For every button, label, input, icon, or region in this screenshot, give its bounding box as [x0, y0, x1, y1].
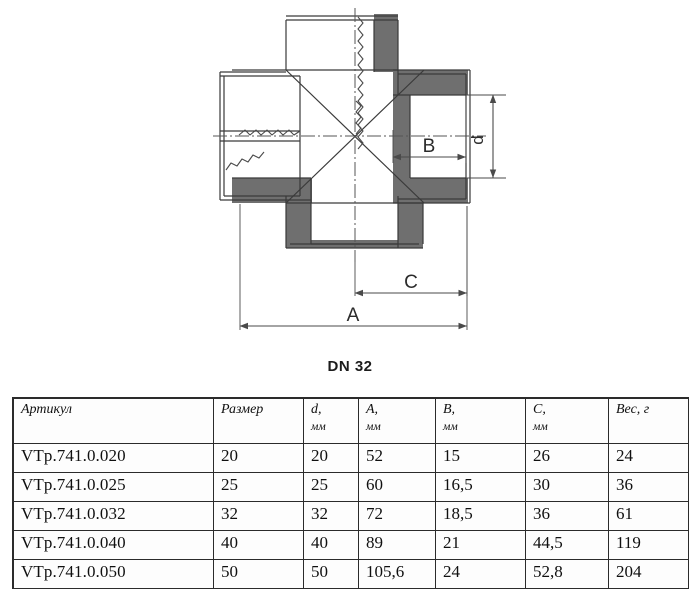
header-label: Размер	[221, 402, 264, 417]
cell-a: 72	[358, 501, 436, 531]
cell-b: 15	[435, 443, 526, 473]
table-row: VTp.741.0.020 20 20 52 15 26 24	[13, 443, 689, 473]
dimension-label-B: B	[423, 136, 436, 157]
cell-article: VTp.741.0.020	[13, 443, 214, 473]
cell-b: 21	[435, 530, 526, 560]
cell-a: 60	[358, 472, 436, 502]
cell-size: 20	[213, 443, 304, 473]
column-header-d: d, мм	[303, 398, 359, 444]
header-label: A,	[366, 402, 379, 417]
cell-article: VTp.741.0.040	[13, 530, 214, 560]
cell-size: 40	[213, 530, 304, 560]
cell-b: 24	[435, 559, 526, 589]
cell-a: 89	[358, 530, 436, 560]
centerlines	[213, 8, 486, 262]
cell-c: 52,8	[525, 559, 609, 589]
column-header-b: B, мм	[435, 398, 526, 444]
dimension-label-d: d	[468, 135, 487, 144]
cell-article: VTp.741.0.025	[13, 472, 214, 502]
cell-b: 16,5	[435, 472, 526, 502]
header-label: Вес, г	[616, 402, 650, 417]
header-unit: мм	[533, 420, 548, 433]
table-row: VTp.741.0.040 40 40 89 21 44,5 119	[13, 530, 689, 560]
technical-drawing: d B C A	[213, 8, 506, 330]
table-row: VTp.741.0.032 32 32 72 18,5 36 61	[13, 501, 689, 531]
column-header-c: C, мм	[525, 398, 609, 444]
cell-size: 50	[213, 559, 304, 589]
dimension-B: B	[392, 100, 467, 163]
header-label: Артикул	[21, 402, 72, 417]
cross-fitting-svg: d B C A	[213, 8, 506, 330]
cell-d: 50	[303, 559, 359, 589]
cell-d: 32	[303, 501, 359, 531]
dimension-A: A	[239, 204, 468, 330]
cell-article: VTp.741.0.050	[13, 559, 214, 589]
cell-size: 32	[213, 501, 304, 531]
cell-d: 40	[303, 530, 359, 560]
table-row: VTp.741.0.025 25 25 60 16,5 30 36	[13, 472, 689, 502]
dimension-d: d	[466, 94, 506, 179]
fitting-body-hatch	[232, 14, 468, 248]
header-label: B,	[443, 402, 456, 417]
drawing-caption: DN 32	[327, 358, 373, 375]
cell-size: 25	[213, 472, 304, 502]
cell-weight: 36	[608, 472, 689, 502]
cell-c: 26	[525, 443, 609, 473]
column-header-a: A, мм	[358, 398, 436, 444]
specification-table: Артикул Размер d, мм A, мм B, мм	[13, 398, 689, 589]
cell-b: 18,5	[435, 501, 526, 531]
cell-a: 52	[358, 443, 436, 473]
cell-article: VTp.741.0.032	[13, 501, 214, 531]
cell-weight: 204	[608, 559, 689, 589]
column-header-article: Артикул	[13, 398, 214, 444]
dimension-label-C: C	[404, 272, 418, 293]
table-header-row: Артикул Размер d, мм A, мм B, мм	[13, 398, 689, 444]
header-label: d,	[311, 402, 322, 417]
cell-c: 30	[525, 472, 609, 502]
header-label: C,	[533, 402, 546, 417]
cell-d: 20	[303, 443, 359, 473]
cell-weight: 24	[608, 443, 689, 473]
thread-profile-lines	[225, 16, 364, 171]
header-unit: мм	[443, 420, 458, 433]
column-header-weight: Вес, г	[608, 398, 689, 444]
cell-d: 25	[303, 472, 359, 502]
column-header-size: Размер	[213, 398, 304, 444]
cell-c: 44,5	[525, 530, 609, 560]
header-unit: мм	[311, 420, 326, 433]
cell-c: 36	[525, 501, 609, 531]
dimension-label-A: A	[347, 305, 360, 326]
cell-a: 105,6	[358, 559, 436, 589]
cell-weight: 61	[608, 501, 689, 531]
table-row: VTp.741.0.050 50 50 105,6 24 52,8 204	[13, 559, 689, 589]
cell-weight: 119	[608, 530, 689, 560]
header-unit: мм	[366, 420, 381, 433]
